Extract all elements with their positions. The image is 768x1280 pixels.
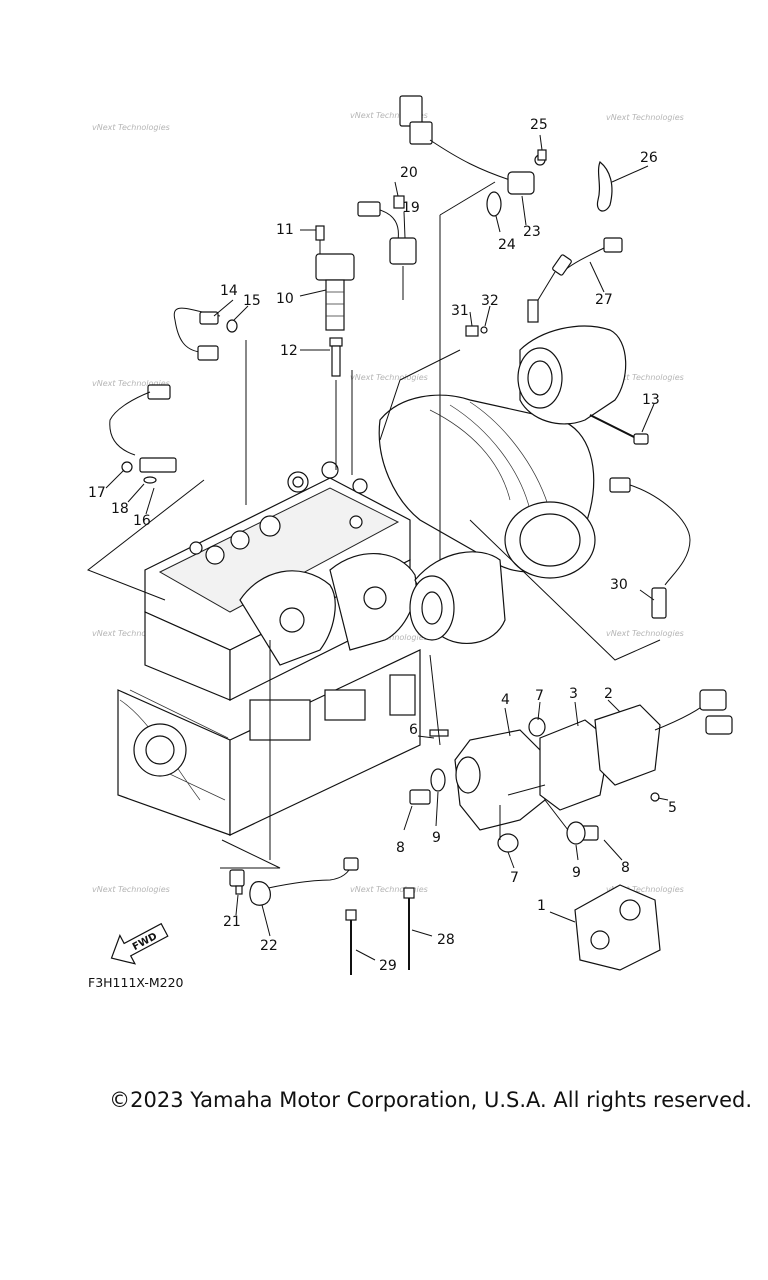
leader-lines <box>86 134 669 961</box>
ignition-coil-group <box>315 225 355 470</box>
callout-11: 11 <box>276 222 294 238</box>
callouts: 1 2 3 4 5 6 7 7 8 8 9 9 10 11 12 13 14 1… <box>88 117 677 974</box>
callout-28: 28 <box>437 932 455 948</box>
callout-16: 16 <box>133 513 151 529</box>
watermark: vNext Technologies <box>92 379 170 388</box>
callout-9: 9 <box>432 830 441 846</box>
callout-14: 14 <box>220 283 238 299</box>
sensor-group-right <box>465 161 691 619</box>
callout-19: 19 <box>402 200 420 216</box>
watermark: vNext Technologies <box>350 373 428 382</box>
callout-25: 25 <box>530 117 548 133</box>
callout-23: 23 <box>523 224 541 240</box>
callout-1: 1 <box>537 898 546 914</box>
callout-31: 31 <box>451 303 469 319</box>
callout-8: 8 <box>396 840 405 856</box>
callout-20: 20 <box>400 165 418 181</box>
callout-26: 26 <box>640 150 658 166</box>
bottom-parts <box>229 857 415 975</box>
ignition-coil-head <box>315 253 355 281</box>
watermark: vNext Technologies <box>92 885 170 894</box>
callout-7: 7 <box>510 870 519 886</box>
callout-17: 17 <box>88 485 106 501</box>
callout-5: 5 <box>668 800 677 816</box>
watermark: vNext Technologies <box>606 885 684 894</box>
copyright-text: ©2023 Yamaha Motor Corporation, U.S.A. A… <box>109 1088 752 1112</box>
callout-18: 18 <box>111 501 129 517</box>
spark-plug-hex <box>329 337 343 347</box>
watermark: vNext Technologies <box>606 373 684 382</box>
callout-9: 9 <box>572 865 581 881</box>
ignition-coil-body <box>325 279 345 331</box>
callout-21: 21 <box>223 914 241 930</box>
sensor-harness-top <box>357 95 547 300</box>
callout-4: 4 <box>501 692 510 708</box>
callout-29: 29 <box>379 958 397 974</box>
callout-7: 7 <box>535 688 544 704</box>
watermark: vNext Technologies <box>350 885 428 894</box>
watermark: vNext Technologies <box>92 629 170 638</box>
watermark: vNext Technologies <box>606 629 684 638</box>
watermark: vNext Technologies <box>350 111 428 120</box>
callout-10: 10 <box>276 291 294 307</box>
figure-code: F3H111X-M220 <box>88 975 184 990</box>
callout-8: 8 <box>621 860 630 876</box>
watermark: vNext Technologies <box>606 113 684 122</box>
callout-27: 27 <box>595 292 613 308</box>
throttle-group <box>409 689 733 971</box>
sensor-group-left <box>109 307 238 484</box>
callout-2: 2 <box>604 686 613 702</box>
callout-15: 15 <box>243 293 261 309</box>
coil-bolt <box>315 225 325 241</box>
spark-plug-body <box>331 345 341 377</box>
callout-24: 24 <box>498 237 516 253</box>
supercharger-assembly <box>378 325 627 644</box>
callout-12: 12 <box>280 343 298 359</box>
engine-block <box>117 461 421 836</box>
fwd-arrow-icon: FWD <box>110 922 169 965</box>
watermark: vNext Technologies <box>92 123 170 132</box>
callout-30: 30 <box>610 577 628 593</box>
callout-6: 6 <box>409 722 418 738</box>
callout-3: 3 <box>569 686 578 702</box>
callout-32: 32 <box>481 293 499 309</box>
callout-13: 13 <box>642 392 660 408</box>
callout-22: 22 <box>260 938 278 954</box>
